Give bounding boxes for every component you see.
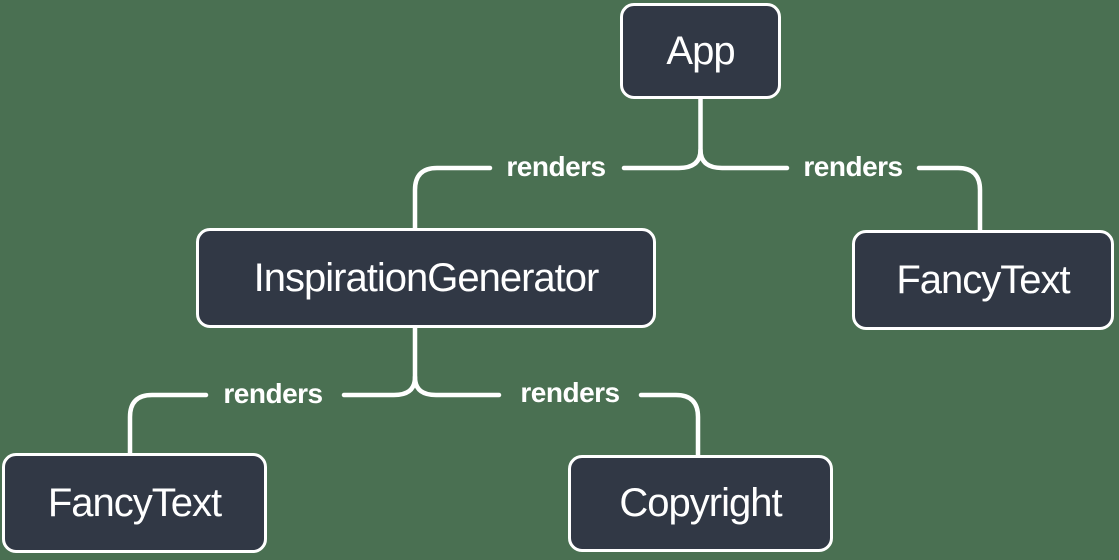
node-inspiration-generator: InspirationGenerator <box>196 228 656 328</box>
edge-inspirationgenerator-to-fancytext-segment-1 <box>341 324 418 398</box>
node-fancy-text-bottom-label: FancyText <box>47 480 222 525</box>
edge-inspirationgenerator-to-copyright-segment-1 <box>412 374 502 398</box>
node-app: App <box>620 3 781 99</box>
node-app-label: App <box>666 28 735 73</box>
edge-app-to-inspirationgenerator-segment-2 <box>412 165 493 232</box>
node-fancy-text-top: FancyText <box>852 230 1114 330</box>
node-copyright-label: Copyright <box>619 481 782 525</box>
edge-label-app-inspirationgenerator: renders <box>506 151 606 182</box>
edge-label-inspirationgenerator-fancytext: renders <box>223 378 323 409</box>
edge-app-to-inspirationgenerator-segment-1 <box>621 95 703 171</box>
node-inspiration-generator-label: InspirationGenerator <box>253 255 600 300</box>
edge-label-app-fancytext: renders <box>803 151 903 182</box>
edge-app-to-fancytext-segment-1 <box>698 147 790 171</box>
node-copyright: Copyright <box>568 455 833 552</box>
node-fancy-text-bottom: FancyText <box>2 453 267 553</box>
edge-label-inspirationgenerator-copyright: renders <box>520 377 620 408</box>
edge-inspirationgenerator-to-fancytext-segment-2 <box>127 392 209 457</box>
edge-inspirationgenerator-to-copyright-segment-2 <box>638 392 701 459</box>
node-fancy-text-top-label: FancyText <box>896 257 1070 302</box>
edge-app-to-fancytext-segment-2 <box>916 165 983 234</box>
